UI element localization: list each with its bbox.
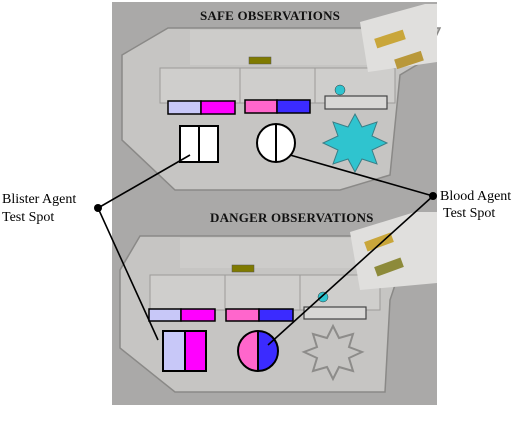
safe-strip-blood-pink bbox=[244, 99, 278, 114]
blood-agent-label: Blood Agent bbox=[440, 189, 512, 204]
blood-test-spot-label: Test Spot bbox=[443, 206, 496, 221]
danger-side-strip-bottom bbox=[374, 257, 404, 277]
safe-strip-blood-blue bbox=[276, 99, 311, 114]
safe-text-block bbox=[190, 30, 370, 65]
safe-star-icon bbox=[321, 112, 389, 174]
safe-frame-mid bbox=[239, 67, 316, 104]
danger-strip-empty bbox=[303, 306, 367, 320]
safe-side-strip-bottom bbox=[394, 50, 424, 70]
safe-strip-blister-magenta bbox=[200, 100, 236, 115]
blood-callout-line-danger bbox=[267, 195, 434, 346]
safe-small-cyan-dot bbox=[334, 84, 346, 96]
danger-blister-spot-pale bbox=[163, 331, 185, 371]
danger-strip-blister-magenta bbox=[180, 308, 216, 322]
blister-callout-dot bbox=[94, 204, 102, 212]
blister-test-spot-label: Test Spot bbox=[2, 210, 55, 225]
safe-strip-empty bbox=[324, 95, 388, 110]
blood-callout-line-safe bbox=[289, 154, 434, 197]
danger-olive-tab bbox=[231, 264, 255, 273]
danger-frame-mid bbox=[224, 274, 301, 311]
danger-strip-blister-pale bbox=[148, 308, 182, 322]
danger-blood-spot-left bbox=[238, 331, 258, 371]
danger-card bbox=[119, 235, 427, 393]
danger-strip-blood-pink bbox=[225, 308, 260, 322]
blood-callout-dot bbox=[429, 192, 437, 200]
blister-agent-label: Blister Agent bbox=[2, 192, 77, 207]
danger-small-cyan-dot bbox=[317, 291, 329, 303]
safe-strip-blister-pale bbox=[167, 100, 202, 115]
safe-frame-left bbox=[159, 67, 241, 104]
safe-card bbox=[121, 27, 442, 191]
danger-star-icon bbox=[301, 323, 365, 382]
danger-observations-heading: DANGER OBSERVATIONS bbox=[210, 210, 374, 225]
safe-olive-tab bbox=[248, 56, 272, 65]
safe-observations-heading: SAFE OBSERVATIONS bbox=[200, 8, 341, 23]
danger-blister-spot-magenta bbox=[185, 331, 206, 371]
danger-strip-blood-blue bbox=[258, 308, 294, 322]
callout-lines bbox=[94, 154, 437, 346]
safe-side-strip-top bbox=[374, 29, 406, 49]
danger-frame-left bbox=[149, 274, 226, 311]
safe-side-strips bbox=[360, 4, 437, 72]
danger-text-block bbox=[180, 238, 365, 268]
